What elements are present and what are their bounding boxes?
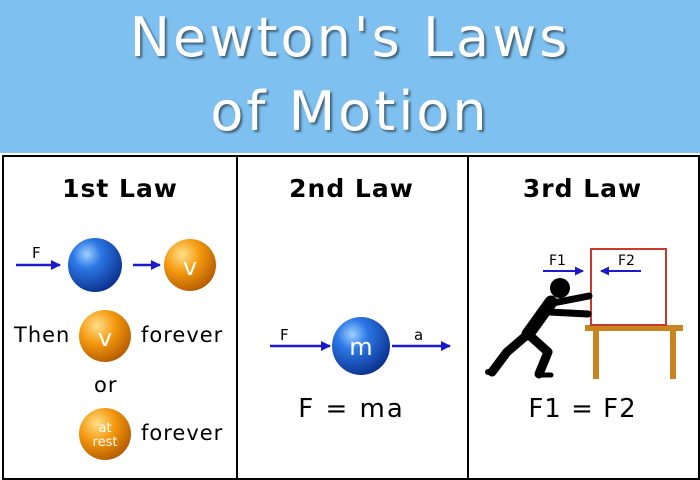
law2-mass-ball — [332, 317, 390, 375]
panel-divider-1 — [236, 157, 238, 478]
title-banner: Newton's Laws of Motion — [0, 0, 700, 153]
law3-force1-label: F1 — [549, 253, 566, 269]
law1-force-label: F — [32, 244, 41, 262]
law1-blue-ball — [68, 238, 122, 292]
title-line-1: Newton's Laws — [129, 6, 571, 69]
law1-rest-label-top: at — [98, 421, 111, 436]
law2-heading: 2nd Law — [289, 174, 414, 203]
title-line-2: of Motion — [210, 80, 490, 143]
law3-force2-label: F2 — [618, 253, 635, 269]
law3-heading: 3rd Law — [522, 174, 643, 203]
panel-divider-2 — [467, 157, 469, 478]
law3-equation: F1 = F2 — [528, 394, 637, 424]
law2-mass-label: m — [349, 333, 372, 361]
law2-equation: F = ma — [298, 394, 405, 424]
law1-or-text: or — [94, 373, 118, 397]
law1-velocity-label: v — [183, 253, 197, 281]
law1-rest-label-bottom: rest — [93, 435, 118, 450]
law1-then-ball-label: v — [98, 324, 112, 352]
law2-force-label: F — [280, 326, 289, 344]
law1-forever-text-1: forever — [141, 323, 224, 347]
pushed-box — [590, 248, 667, 326]
law1-rest-ball — [79, 408, 131, 460]
law2-accel-label: a — [414, 326, 423, 344]
pushing-person-icon — [485, 278, 593, 379]
law1-then-text: Then — [14, 323, 71, 347]
law1-then-ball — [79, 310, 131, 362]
law1-heading: 1st Law — [62, 174, 178, 203]
law1-velocity-ball — [164, 239, 216, 291]
table-icon — [585, 325, 683, 379]
laws-panel — [2, 155, 700, 480]
law1-forever-text-2: forever — [141, 421, 224, 445]
